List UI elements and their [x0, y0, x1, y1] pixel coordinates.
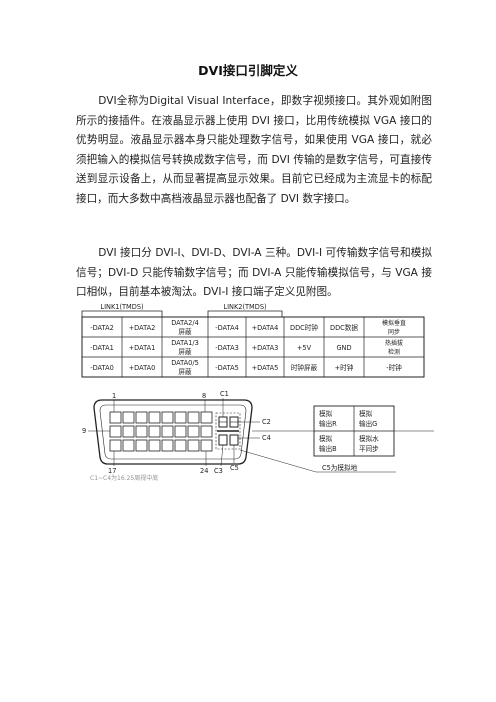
pin-13: +DATA3 [252, 344, 279, 352]
pin-label-8: 8 [202, 392, 206, 400]
pin-6: DDC时钟 [290, 323, 318, 332]
bottom-caption-cut: C1~C4为16.25周视中底 [90, 474, 158, 482]
digital-pin-grid [109, 411, 213, 452]
paragraph-intro: DVI全称为Digital Visual Interface，即数字视频接口。其… [76, 95, 432, 205]
analog-pin-block [215, 412, 241, 450]
analog-hsync-line2: 平同步 [359, 445, 379, 453]
pin-23: +时钟 [335, 363, 354, 372]
pin-7: DDC数据 [330, 323, 358, 332]
pin-17: -DATA0 [90, 364, 114, 372]
analog-g-line1: 模拟 [359, 409, 373, 418]
analog-r-line1: 模拟 [319, 409, 333, 418]
link2-label: LINK2(TMDS) [223, 303, 266, 311]
pin-9: -DATA1 [90, 344, 114, 352]
link2-header: LINK2(TMDS) [207, 303, 283, 317]
pin-19-shield: 屏蔽 [178, 367, 192, 376]
pin-22: 时钟屏蔽 [291, 363, 318, 372]
dvi-pinout-figure: LINK1(TMDS) LINK2(TMDS) -DATA2 +DATA2 DA… [81, 303, 434, 482]
pin-16: 热插拔 [385, 339, 403, 347]
pin-5: +DATA4 [252, 324, 279, 332]
pin-label-24: 24 [200, 467, 208, 475]
pin-15: GND [336, 344, 351, 352]
analog-signal-box: 模拟 输出R 模拟 输出G 模拟 输出B 模拟水 平同步 [313, 405, 395, 457]
pin-16-line2: 检测 [388, 348, 400, 356]
pin-label-17: 17 [108, 467, 116, 475]
pin-19: DATA0/5 [171, 359, 199, 367]
pin-label-c1: C1 [220, 390, 229, 398]
pin-1: -DATA2 [90, 324, 114, 332]
pin-20: -DATA5 [215, 364, 239, 372]
analog-r-line2: 输出R [319, 419, 337, 428]
pin-label-c3: C3 [214, 467, 223, 475]
pin-8-line2: 同步 [388, 328, 400, 336]
pin-3-shield: 屏蔽 [178, 327, 192, 336]
pin-2: +DATA2 [129, 324, 156, 332]
pin-label-c2: C2 [262, 418, 271, 426]
pin-14: +5V [297, 344, 312, 352]
analog-b-line2: 输出B [319, 444, 337, 453]
c5-note: C5为模拟地 [239, 449, 396, 473]
pin-11-shield: 屏蔽 [178, 347, 192, 356]
connector-drawing: 1 8 9 17 24 C1 C2 C4 C3 C5 [82, 390, 434, 475]
pin-4: -DATA4 [215, 324, 239, 332]
pin-label-c5: C5 [230, 464, 239, 472]
link1-label: LINK1(TMDS) [100, 303, 143, 311]
paragraph-types: DVI 接口分 DVI-I、DVI-D、DVI-A 三种。DVI-I 可传输数字… [76, 247, 432, 299]
pin-3: DATA2/4 [171, 319, 199, 327]
pin-11: DATA1/3 [171, 339, 199, 347]
pin-table: -DATA2 +DATA2 DATA2/4 屏蔽 -DATA4 +DATA4 D… [81, 316, 425, 378]
link1-header: LINK1(TMDS) [81, 303, 163, 317]
pin-12: -DATA3 [215, 344, 239, 352]
pin-label-1: 1 [112, 392, 116, 400]
analog-g-line2: 输出G [359, 419, 377, 428]
analog-hsync-line1: 模拟水 [359, 434, 379, 443]
pin-label-9: 9 [82, 427, 86, 435]
page-title: DVI接口引脚定义 [198, 63, 298, 78]
pin-8: 模拟垂直 [382, 319, 406, 327]
pin-10: +DATA1 [129, 344, 156, 352]
c5-note-text: C5为模拟地 [322, 463, 358, 472]
pin-18: +DATA0 [129, 364, 156, 372]
pin-label-c4: C4 [262, 434, 271, 442]
pin-21: +DATA5 [252, 364, 279, 372]
analog-b-line1: 模拟 [319, 434, 333, 443]
pin-24: -时钟 [386, 363, 402, 372]
